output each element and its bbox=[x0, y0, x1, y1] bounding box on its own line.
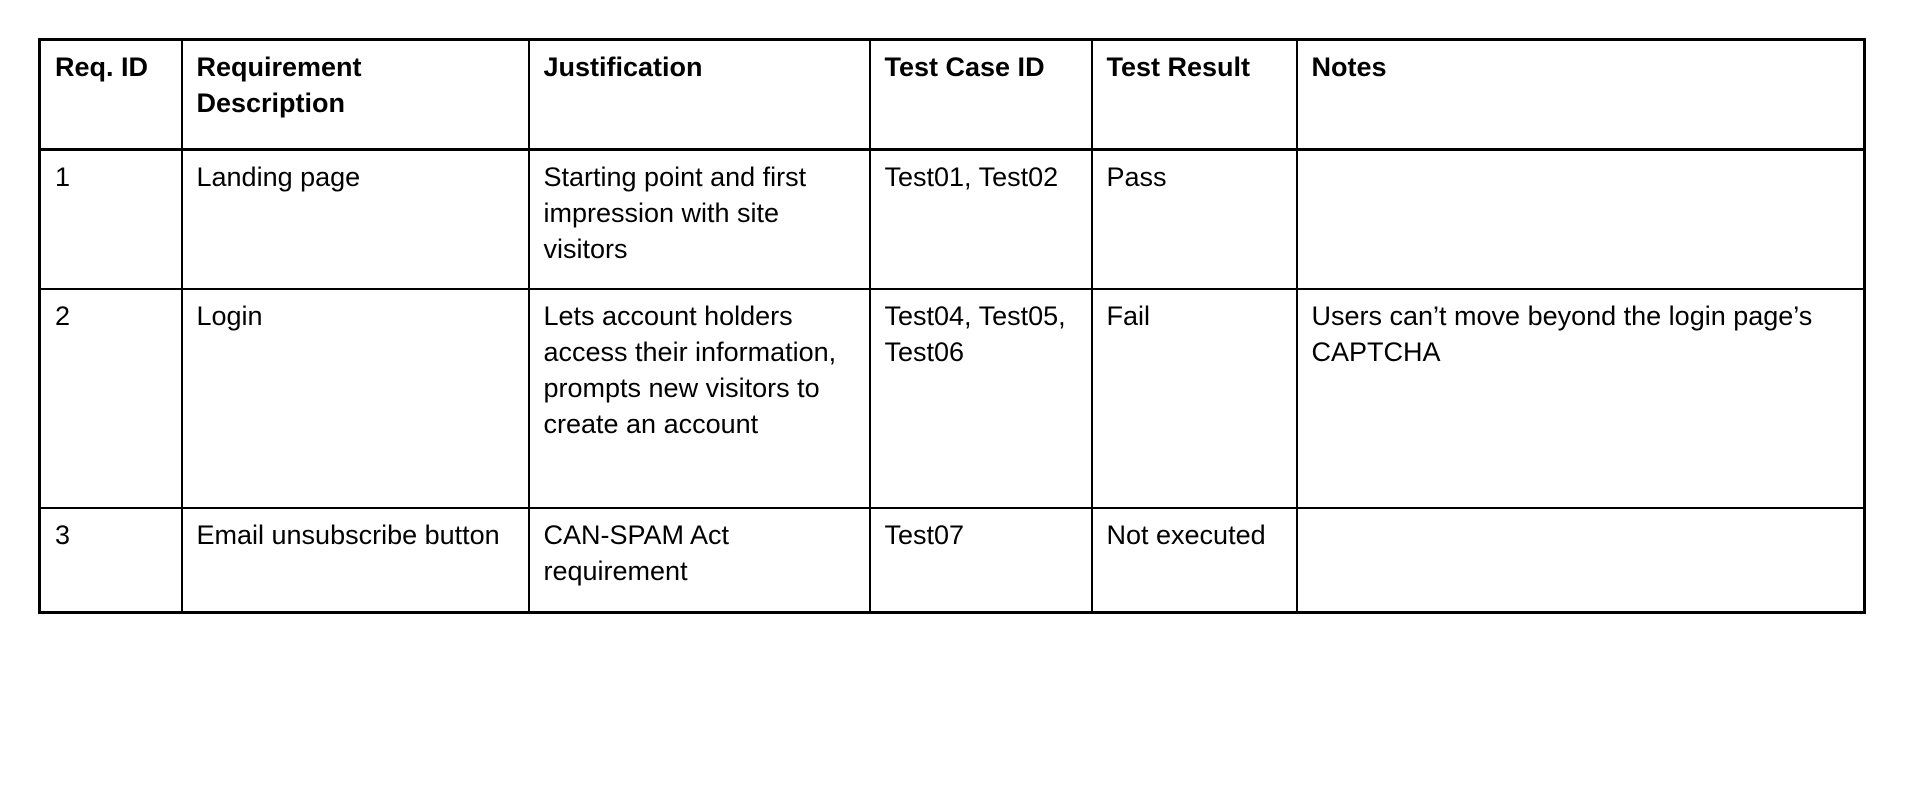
cell-justification: Starting point and first impression with… bbox=[527, 148, 871, 290]
cell-req-id: 1 bbox=[38, 148, 183, 290]
column-header-requirement-description: Requirement Description bbox=[180, 38, 530, 151]
cell-test-case-id: Test04, Test05, Test06 bbox=[868, 288, 1093, 509]
cell-notes: Users can’t move beyond the login page’s… bbox=[1295, 288, 1866, 509]
cell-requirement-description: Login bbox=[180, 288, 530, 509]
cell-notes bbox=[1295, 507, 1866, 614]
cell-test-result: Fail bbox=[1090, 288, 1298, 509]
cell-justification: Lets account holders access their inform… bbox=[527, 288, 871, 509]
requirements-traceability-table: Req. ID Requirement Description Justific… bbox=[38, 38, 1866, 614]
cell-notes bbox=[1295, 148, 1866, 290]
table-body: 1 Landing page Starting point and first … bbox=[38, 148, 1866, 614]
cell-test-result: Not executed bbox=[1090, 507, 1298, 614]
cell-test-result: Pass bbox=[1090, 148, 1298, 290]
column-header-test-case-id: Test Case ID bbox=[868, 38, 1093, 151]
column-header-test-result: Test Result bbox=[1090, 38, 1298, 151]
cell-justification: CAN-SPAM Act requirement bbox=[527, 507, 871, 614]
table-row: 3 Email unsubscribe button CAN-SPAM Act … bbox=[38, 507, 1866, 614]
column-header-justification: Justification bbox=[527, 38, 871, 151]
cell-req-id: 3 bbox=[38, 507, 183, 614]
column-header-req-id: Req. ID bbox=[38, 38, 183, 151]
cell-requirement-description: Email unsubscribe button bbox=[180, 507, 530, 614]
cell-requirement-description: Landing page bbox=[180, 148, 530, 290]
cell-req-id: 2 bbox=[38, 288, 183, 509]
table-row: 1 Landing page Starting point and first … bbox=[38, 148, 1866, 290]
column-header-notes: Notes bbox=[1295, 38, 1866, 151]
cell-test-case-id: Test01, Test02 bbox=[868, 148, 1093, 290]
table-row: 2 Login Lets account holders access thei… bbox=[38, 288, 1866, 509]
cell-test-case-id: Test07 bbox=[868, 507, 1093, 614]
table-header-row: Req. ID Requirement Description Justific… bbox=[38, 38, 1866, 151]
table-header: Req. ID Requirement Description Justific… bbox=[38, 38, 1866, 151]
